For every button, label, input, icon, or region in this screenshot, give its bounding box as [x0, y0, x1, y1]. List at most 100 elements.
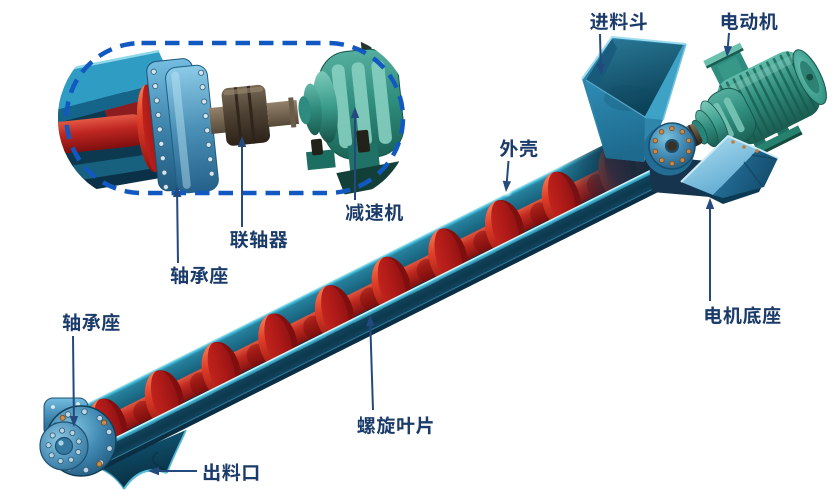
- bolt: [82, 466, 90, 474]
- callout-label-motor-base: 电机底座: [703, 302, 781, 329]
- bolt: [652, 137, 659, 144]
- callout-discharge-outlet: 出料口: [148, 459, 261, 486]
- bolt: [96, 415, 103, 422]
- callout-arrowhead: [148, 466, 159, 476]
- callout-arrowhead: [723, 45, 733, 57]
- callout-arrowhead: [705, 198, 715, 209]
- bolt: [152, 83, 159, 90]
- callout-label-bearing-seat-left: 轴承座: [62, 309, 121, 336]
- detail-inset: [58, 35, 411, 198]
- bolt: [162, 184, 169, 191]
- motor-base-inner-lines: [743, 154, 777, 187]
- bolt: [49, 432, 56, 439]
- callout-bearing-seat-left: 轴承座: [62, 309, 121, 427]
- casing-near-wall: [89, 159, 682, 471]
- bearing-hub-center: [54, 436, 74, 456]
- callout-label-feed-hopper: 进料斗: [590, 8, 649, 35]
- casing-bottom-flange: [98, 176, 682, 471]
- flange-bolts-inner: [45, 427, 82, 465]
- callout-arrowhead: [172, 186, 182, 198]
- callout-layer: 进料斗电动机外壳减速机联轴器轴承座轴承座电机底座螺旋叶片出料口: [62, 8, 781, 486]
- motor-hub: [806, 73, 814, 81]
- bolt: [75, 438, 82, 445]
- callout-label-discharge-outlet: 出料口: [202, 459, 261, 486]
- callout-line: [72, 335, 75, 417]
- bolt: [106, 445, 113, 452]
- bolt: [69, 429, 76, 436]
- bolt: [161, 169, 168, 176]
- bolt: [75, 449, 82, 456]
- inset-bearing-seat: [146, 58, 219, 194]
- motor-base: [680, 134, 779, 204]
- bolt: [658, 129, 665, 135]
- callout-arrowhead: [350, 107, 360, 118]
- drive-flange-bolts: [652, 125, 692, 167]
- inset-plate-bolts-left: [150, 68, 169, 191]
- bolt: [96, 461, 103, 468]
- motor-base-rim-highlight: [680, 134, 779, 183]
- bolt: [199, 84, 206, 91]
- bearing-hub-glint: [58, 440, 64, 446]
- feed-hopper: [581, 35, 687, 162]
- bolt: [45, 442, 52, 449]
- casing-near-rim: [89, 159, 674, 454]
- bolt: [205, 141, 212, 148]
- callout-bearing-seat-inset: 轴承座: [170, 186, 229, 289]
- callout-label-bearing-seat-inset: 轴承座: [170, 262, 229, 289]
- callout-spiral-blade: 螺旋叶片: [357, 315, 435, 439]
- callout-line: [599, 33, 602, 65]
- hopper-right-face: [644, 44, 686, 120]
- callout-arrowhead: [237, 136, 247, 147]
- callout-label-coupling: 联轴器: [230, 226, 289, 253]
- bolt: [208, 170, 215, 177]
- inset-coupling: [208, 84, 299, 146]
- motor-sheen: [718, 54, 796, 99]
- bolt: [202, 112, 209, 120]
- callout-motor-base: 电机底座: [703, 198, 781, 329]
- bolt: [101, 419, 108, 426]
- callout-line: [176, 196, 179, 264]
- callout-arrowhead: [366, 315, 375, 327]
- hopper-shade-blob: [604, 85, 652, 111]
- drive-section: [643, 42, 827, 204]
- bolt: [48, 452, 55, 459]
- bolt: [669, 125, 675, 132]
- bolt: [150, 68, 157, 75]
- bolt: [204, 127, 211, 134]
- bolt: [669, 160, 675, 167]
- bolt: [153, 97, 160, 104]
- hopper-right-edge: [662, 43, 687, 121]
- bearing-seat-drive-flange: [643, 122, 696, 176]
- inset-assembly: [58, 35, 411, 198]
- casing-arrow-glint: [501, 186, 513, 198]
- bolt: [68, 456, 75, 463]
- bolt: [81, 408, 88, 415]
- discharge-spout-right-edge: [166, 429, 187, 474]
- callout-label-casing: 外壳: [499, 135, 538, 162]
- callout-line: [369, 325, 374, 411]
- discharge-spout-body: [96, 430, 186, 489]
- motor-base-top-face: [681, 136, 758, 195]
- casing-near-rim-highlight: [89, 159, 672, 452]
- hopper-front-rim: [585, 79, 646, 118]
- motor-base-bottom-edge: [697, 185, 762, 204]
- bolt: [64, 411, 72, 418]
- bolt: [105, 428, 113, 436]
- callout-coupling: 联轴器: [230, 136, 289, 253]
- bolt: [652, 148, 659, 155]
- bolt: [659, 157, 665, 163]
- callout-line: [505, 160, 510, 182]
- callout-arrowhead: [596, 63, 605, 75]
- bolt: [57, 458, 64, 465]
- callout-label-electric-motor: 电动机: [720, 8, 779, 35]
- callout-feed-hopper: 进料斗: [590, 8, 649, 75]
- bolt: [679, 129, 685, 135]
- bolt: [156, 126, 163, 133]
- bolt: [198, 69, 205, 76]
- callout-arrowhead: [502, 180, 512, 192]
- bolt: [685, 137, 692, 144]
- callout-electric-motor: 电动机: [720, 8, 779, 57]
- callout-label-reducer: 减速机: [345, 199, 404, 226]
